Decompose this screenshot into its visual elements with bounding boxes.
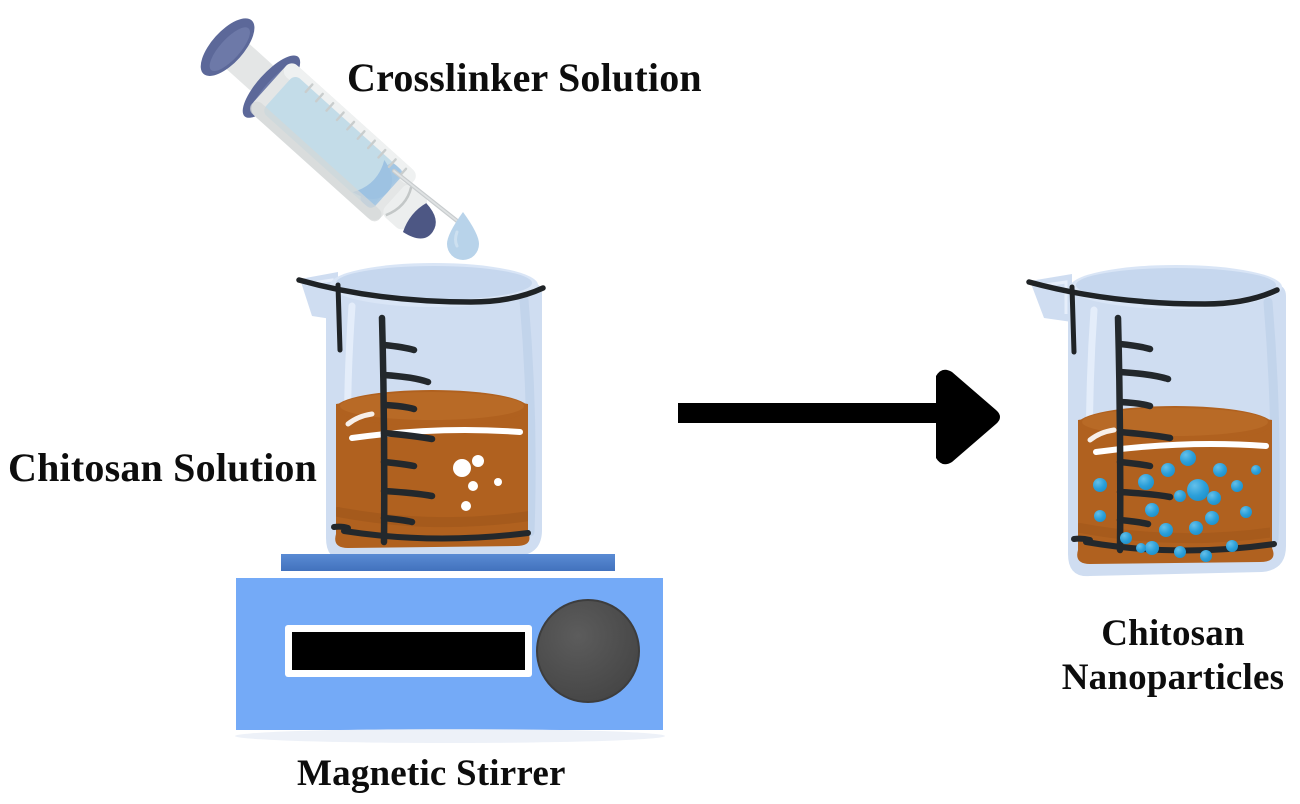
graduation-marks-left bbox=[378, 314, 436, 546]
magnetic-stirrer[interactable] bbox=[235, 554, 665, 743]
beaker-right bbox=[1026, 265, 1286, 577]
stirrer-knob bbox=[537, 600, 639, 702]
bubbles-left bbox=[453, 455, 502, 511]
label-chitosan-nanoparticles: Chitosan Nanoparticles bbox=[1053, 612, 1293, 699]
process-arrow-icon bbox=[678, 369, 1000, 465]
syringe-needle-icon bbox=[391, 168, 469, 231]
label-nanoparticles-line1: Chitosan bbox=[1101, 613, 1245, 654]
label-chitosan-solution: Chitosan Solution bbox=[8, 445, 318, 490]
syringe-icon bbox=[200, 18, 436, 239]
beaker-left bbox=[296, 263, 546, 561]
stirrer-display bbox=[292, 632, 525, 670]
droplet-icon bbox=[447, 212, 479, 260]
graduation-marks-right bbox=[1114, 314, 1174, 554]
label-nanoparticles-line2: Nanoparticles bbox=[1061, 656, 1285, 698]
label-crosslinker-solution: Crosslinker Solution bbox=[347, 55, 702, 100]
nanoparticles bbox=[1093, 450, 1261, 562]
label-magnetic-stirrer: Magnetic Stirrer bbox=[297, 753, 566, 794]
